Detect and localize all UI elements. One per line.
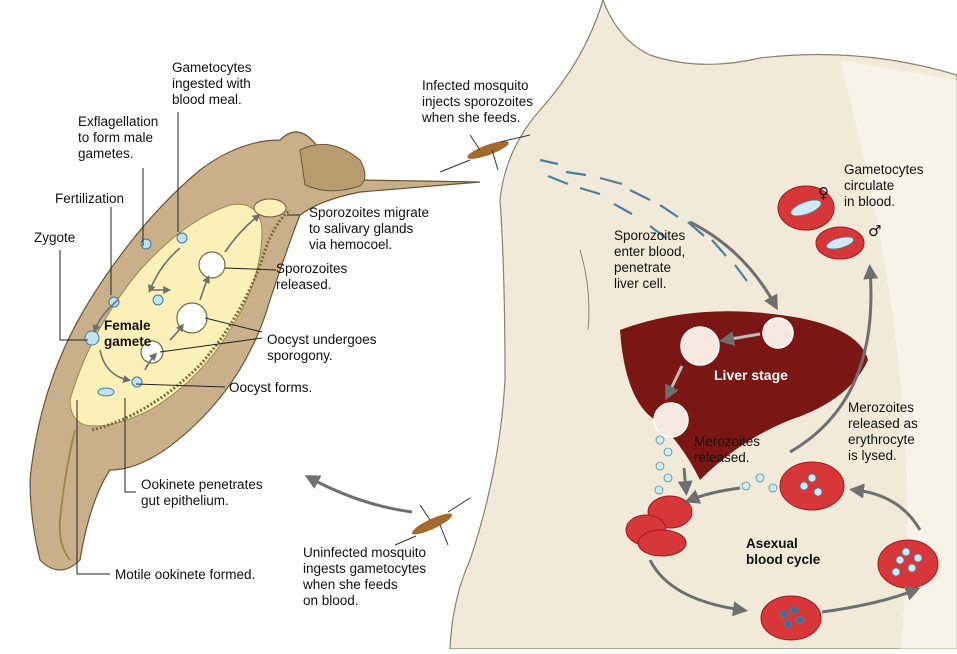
gut-epithelium bbox=[91, 208, 291, 432]
hindgut-tube bbox=[58, 429, 76, 561]
merozoites bbox=[654, 435, 778, 495]
label-ookinete-penetrates: Ookinete penetrates gut epithelium. bbox=[141, 477, 263, 508]
label-liver-stage: Liver stage bbox=[714, 367, 788, 383]
rbc-parasites bbox=[780, 199, 923, 628]
label-exflagellation: Exflagellation to form male gametes. bbox=[78, 114, 159, 161]
label-asexual-cycle: Asexual blood cycle bbox=[746, 536, 821, 567]
liver-cells bbox=[653, 317, 794, 438]
female-symbol: ♀ bbox=[818, 184, 829, 202]
label-gametocytes-circulate: Gametocytes circulate in blood. bbox=[844, 162, 924, 209]
male-symbol: ♂ bbox=[868, 222, 882, 240]
label-fertilization: Fertilization bbox=[55, 191, 125, 206]
arrow-sporozoites-to-liver bbox=[689, 220, 778, 311]
label-infected-mosquito: Infected mosquito injects sporozoites wh… bbox=[422, 78, 534, 125]
label-motile-ookinete: Motile ookinete formed. bbox=[115, 567, 256, 582]
arrow-to-mosquito-gut bbox=[304, 475, 413, 514]
uninfected-mosquito-icon bbox=[394, 497, 471, 546]
label-merozoites-lysed: Merozoites released as erythrocyte is ly… bbox=[848, 400, 918, 463]
salivary-gland bbox=[253, 198, 287, 218]
red-blood-cells bbox=[625, 185, 939, 641]
armpit-line bbox=[579, 249, 590, 331]
label-oocyst-forms: Oocyst forms. bbox=[229, 380, 313, 395]
label-zygote: Zygote bbox=[34, 230, 76, 245]
label-female-gamete: Female gamete bbox=[104, 318, 152, 349]
label-sporozoites-enter: Sporozoites enter blood, penetrate liver… bbox=[614, 228, 686, 291]
label-uninfected-mosquito: Uninfected mosquito ingests gametocytes … bbox=[303, 545, 427, 608]
label-sporozoites-released: Sporozoites released. bbox=[276, 261, 348, 292]
label-gametocytes-ingested: Gametocytes ingested with blood meal. bbox=[172, 60, 252, 107]
mosquito-head bbox=[299, 143, 366, 192]
label-oocyst-sporogony: Oocyst undergoes sporogony. bbox=[267, 332, 377, 363]
label-merozoites-released: Merozoites released. bbox=[694, 434, 761, 465]
torso-shading bbox=[840, 60, 957, 649]
infected-mosquito-icon bbox=[439, 134, 531, 173]
leader-lines bbox=[59, 112, 300, 575]
label-sporozoites-migrate: Sporozoites migrate to salivary glands v… bbox=[309, 205, 430, 252]
cycle-arrows bbox=[648, 264, 922, 617]
oocysts bbox=[140, 251, 226, 364]
sporozoites-in-skin bbox=[539, 158, 748, 282]
